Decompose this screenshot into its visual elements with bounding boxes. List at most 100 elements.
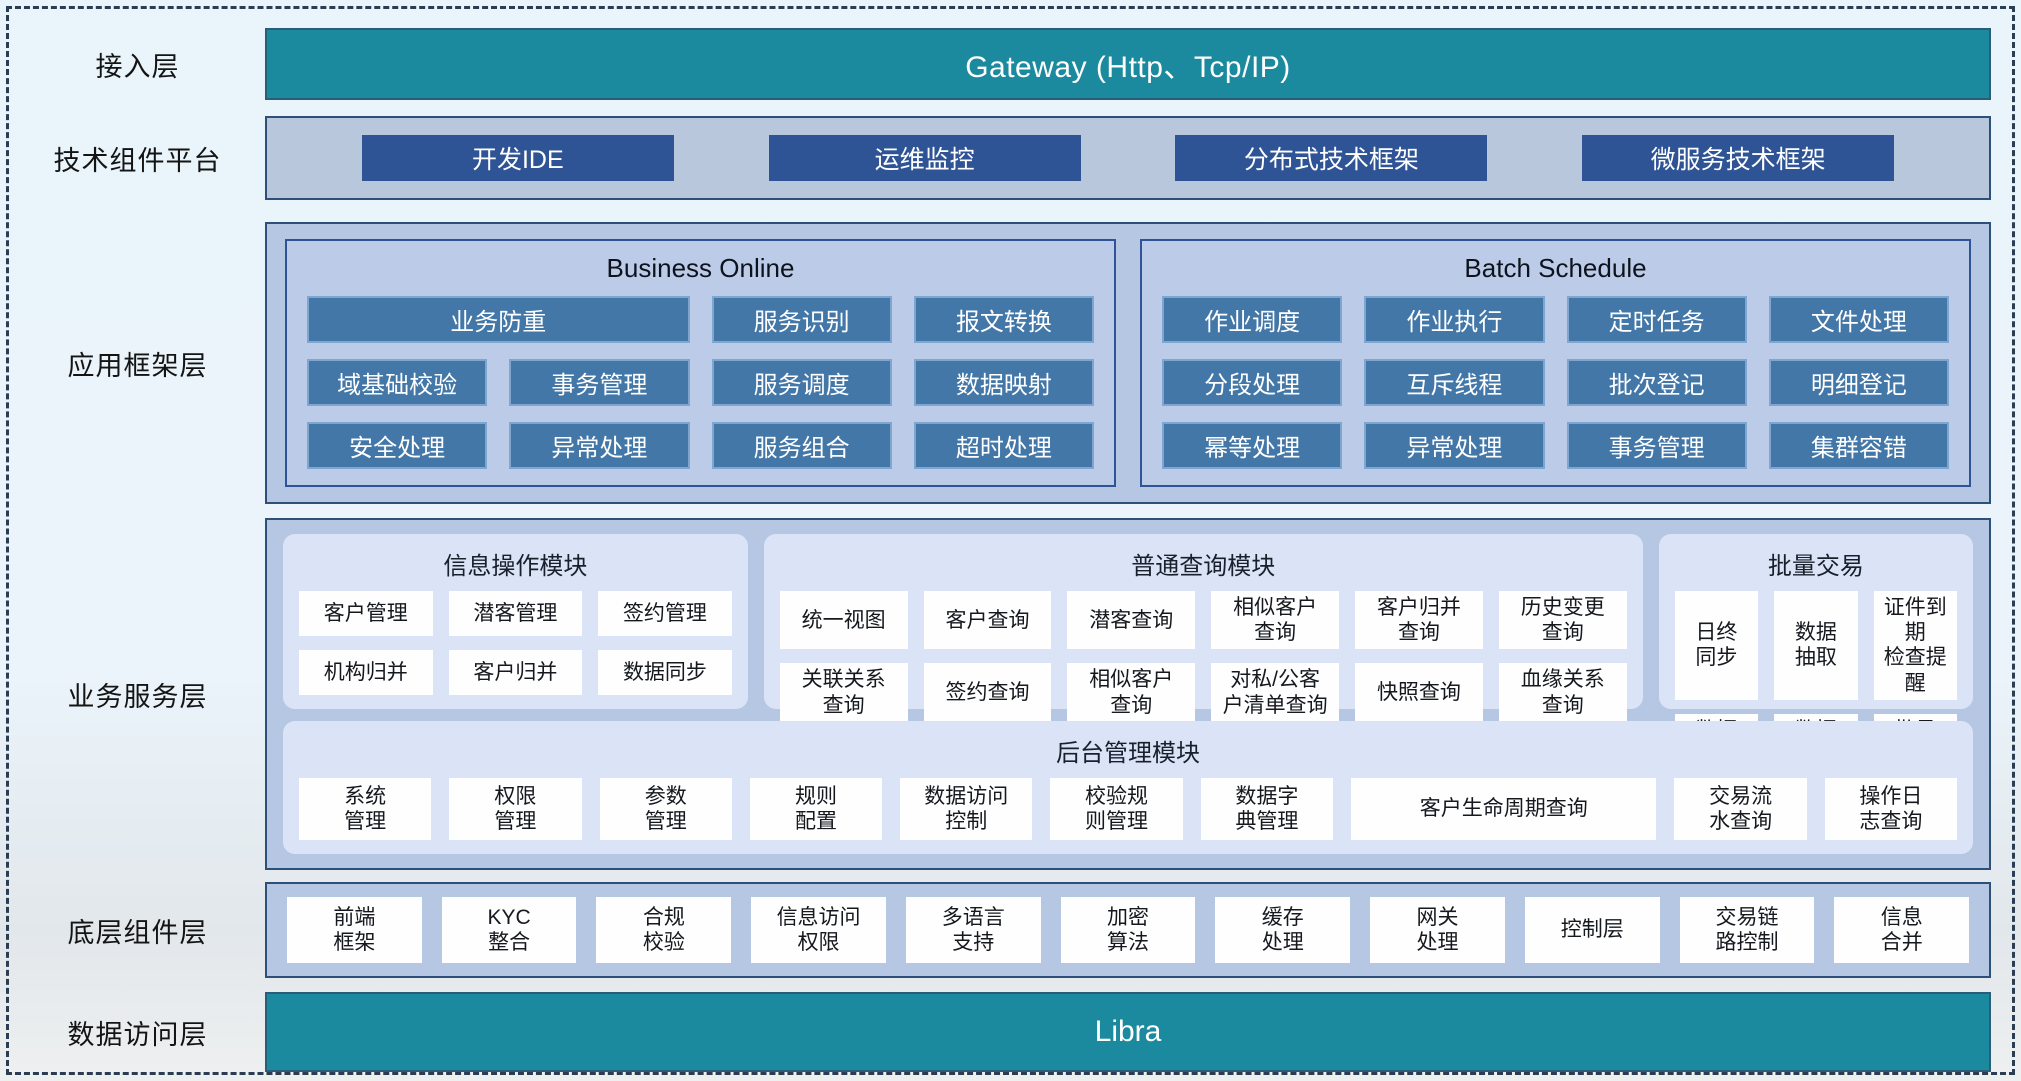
- tech-platform-button: 运维监控: [768, 135, 1081, 181]
- row-app-framework-layer: 应用框架层 Business Online 业务防重服务识别报文转换域基础校验事…: [10, 222, 1991, 504]
- base-component-button: 控制层: [1524, 897, 1660, 963]
- business-service-box: 信息操作模块 客户管理潜客管理签约管理机构归并客户归并数据同步 普通查询模块 统…: [265, 518, 1991, 870]
- tech-platform-button: 微服务技术框架: [1582, 135, 1895, 181]
- framework-button: 互斥线程: [1364, 359, 1545, 406]
- admin-button: 客户生命周期查询: [1350, 778, 1657, 840]
- service-button: 客户管理: [299, 591, 433, 636]
- tech-platform-button: 分布式技术框架: [1175, 135, 1488, 181]
- service-button: 签约管理: [598, 591, 732, 636]
- layer-label-business-service: 业务服务层: [67, 681, 208, 712]
- row-business-service-layer: 业务服务层 信息操作模块 客户管理潜客管理签约管理机构归并客户归并数据同步 普通…: [10, 518, 1991, 870]
- admin-button: 交易流 水查询: [1674, 778, 1807, 840]
- admin-button: 数据访问 控制: [900, 778, 1033, 840]
- service-button: 证件到期 检查提醒: [1873, 591, 1957, 700]
- framework-button: 分段处理: [1162, 359, 1343, 406]
- business-online-title: Business Online: [606, 253, 795, 283]
- admin-button: 校验规 则管理: [1050, 778, 1183, 840]
- base-component-button: KYC 整合: [441, 897, 577, 963]
- framework-button: 报文转换: [913, 296, 1094, 343]
- batch-trade-title: 批量交易: [1767, 553, 1864, 580]
- framework-button: 幂等处理: [1162, 422, 1343, 469]
- admin-button: 数据字 典管理: [1200, 778, 1333, 840]
- row-data-access-layer: 数据访问层 Libra: [10, 992, 1991, 1072]
- layer-label-data-access: 数据访问层: [67, 1019, 208, 1050]
- service-button: 潜客查询: [1067, 591, 1196, 650]
- service-button: 血缘关系 查询: [1498, 663, 1627, 722]
- admin-button: 系统 管理: [299, 778, 432, 840]
- service-button: 机构归并: [299, 650, 433, 695]
- service-button: 数据 抽取: [1774, 591, 1858, 700]
- batch-schedule-group: Batch Schedule 作业调度作业执行定时任务文件处理分段处理互斥线程批…: [1140, 239, 1971, 487]
- business-online-group: Business Online 业务防重服务识别报文转换域基础校验事务管理服务调…: [285, 239, 1116, 487]
- framework-button: 服务识别: [711, 296, 892, 343]
- layer-label-app-framework: 应用框架层: [67, 350, 208, 381]
- service-button: 潜客管理: [448, 591, 583, 636]
- service-button: 相似客户 查询: [1211, 591, 1340, 650]
- base-component-button: 合规 校验: [596, 897, 732, 963]
- framework-button: 异常处理: [509, 422, 690, 469]
- framework-button: 数据映射: [913, 359, 1094, 406]
- layer-label-access: 接入层: [95, 51, 180, 82]
- admin-button: 权限 管理: [449, 778, 582, 840]
- admin-module-title: 后台管理模块: [1056, 740, 1200, 767]
- layer-label-tech-platform: 技术组件平台: [53, 145, 222, 176]
- service-button: 关联关系 查询: [779, 663, 908, 722]
- service-button: 对私/公客 户清单查询: [1211, 663, 1340, 722]
- framework-button: 集群容错: [1768, 422, 1949, 469]
- row-tech-platform: 技术组件平台 开发IDE 运维监控 分布式技术框架 微服务技术框架: [10, 116, 1991, 200]
- framework-button: 超时处理: [913, 422, 1094, 469]
- base-component-button: 缓存 处理: [1215, 897, 1351, 963]
- libra-bar: Libra: [265, 992, 1991, 1072]
- batch-schedule-title: Batch Schedule: [1464, 253, 1647, 283]
- service-button: 统一视图: [779, 591, 908, 650]
- base-component-button: 前端 框架: [287, 897, 422, 963]
- framework-button: 事务管理: [509, 359, 690, 406]
- admin-button: 操作日 志查询: [1824, 778, 1957, 840]
- info-ops-module: 信息操作模块 客户管理潜客管理签约管理机构归并客户归并数据同步: [283, 534, 748, 709]
- tech-platform-button: 开发IDE: [361, 135, 674, 181]
- business-online-grid: 业务防重服务识别报文转换域基础校验事务管理服务调度数据映射安全处理异常处理服务组…: [307, 296, 1094, 469]
- layer-label-base-components: 底层组件层: [67, 917, 208, 948]
- framework-button: 文件处理: [1768, 296, 1949, 343]
- admin-button: 规则 配置: [749, 778, 883, 840]
- common-query-module: 普通查询模块 统一视图客户查询潜客查询相似客户 查询客户归并 查询历史变更 查询…: [763, 534, 1643, 722]
- service-button: 日终 同步: [1674, 591, 1759, 700]
- tech-platform-bar: 开发IDE 运维监控 分布式技术框架 微服务技术框架: [265, 116, 1991, 200]
- framework-button: 批次登记: [1566, 359, 1747, 406]
- gateway-bar: Gateway (Http、Tcp/IP): [265, 28, 1991, 100]
- framework-button: 异常处理: [1364, 422, 1545, 469]
- base-component-button: 网关 处理: [1370, 897, 1505, 963]
- service-button: 相似客户 查询: [1067, 663, 1196, 722]
- admin-module: 后台管理模块 系统 管理权限 管理参数 管理规则 配置数据访问 控制校验规 则管…: [283, 721, 1973, 854]
- service-button: 数据同步: [598, 650, 732, 695]
- service-button: 客户归并: [448, 650, 583, 695]
- row-access-layer: 接入层 Gateway (Http、Tcp/IP): [10, 28, 1991, 100]
- service-button: 客户查询: [923, 591, 1052, 650]
- common-query-grid: 统一视图客户查询潜客查询相似客户 查询客户归并 查询历史变更 查询关联关系 查询…: [779, 591, 1627, 722]
- service-button: 签约查询: [923, 663, 1052, 722]
- common-query-title: 普通查询模块: [1131, 553, 1276, 580]
- service-button: 客户归并 查询: [1355, 591, 1483, 650]
- framework-button: 明细登记: [1768, 359, 1949, 406]
- base-component-button: 信息 合并: [1834, 897, 1970, 963]
- admin-button: 参数 管理: [599, 778, 732, 840]
- service-button: 快照查询: [1355, 663, 1483, 722]
- framework-button: 服务调度: [711, 359, 892, 406]
- info-ops-title: 信息操作模块: [443, 553, 588, 580]
- base-component-button: 交易链 路控制: [1679, 897, 1815, 963]
- base-component-button: 多语言 支持: [905, 897, 1041, 963]
- admin-buttons-row: 系统 管理权限 管理参数 管理规则 配置数据访问 控制校验规 则管理数据字 典管…: [299, 778, 1957, 840]
- info-ops-grid: 客户管理潜客管理签约管理机构归并客户归并数据同步: [299, 591, 732, 695]
- app-framework-box: Business Online 业务防重服务识别报文转换域基础校验事务管理服务调…: [265, 222, 1991, 504]
- framework-button: 服务组合: [711, 422, 892, 469]
- batch-schedule-grid: 作业调度作业执行定时任务文件处理分段处理互斥线程批次登记明细登记幂等处理异常处理…: [1162, 296, 1949, 469]
- framework-button: 事务管理: [1566, 422, 1747, 469]
- base-component-button: 信息访问 权限: [751, 897, 886, 963]
- framework-button: 作业执行: [1364, 296, 1545, 343]
- framework-button: 定时任务: [1566, 296, 1747, 343]
- business-service-modules: 信息操作模块 客户管理潜客管理签约管理机构归并客户归并数据同步 普通查询模块 统…: [283, 534, 1973, 773]
